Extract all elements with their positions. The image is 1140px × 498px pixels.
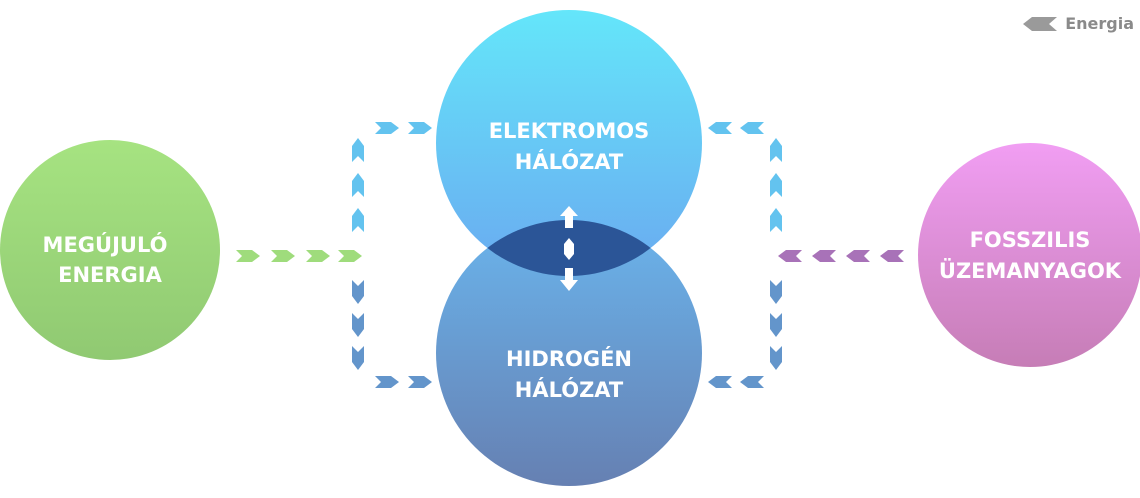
flow-chevron-icon [408, 122, 432, 134]
flow-chevron-icon [271, 250, 295, 262]
legend: Energia [1023, 14, 1134, 33]
renewable-energy-node [0, 140, 220, 360]
flow-chevron-icon [408, 376, 432, 388]
flow-chevron-icon [770, 346, 782, 370]
flow-chevron-icon [352, 313, 364, 337]
flow-chevron-icon [770, 208, 782, 232]
flow-chevron-icon [770, 138, 782, 162]
flow-chevron-icon [846, 250, 870, 262]
flow-chevron-icon [352, 138, 364, 162]
flow-chevron-icon [352, 173, 364, 197]
renewable-label-2: ENERGIA [58, 263, 162, 287]
flow-chevron-icon [236, 250, 260, 262]
flow-chevron-icon [375, 122, 399, 134]
flow-chevron-icon [770, 313, 782, 337]
flow-chevron-icon [375, 376, 399, 388]
flow-chevron-icon [740, 122, 764, 134]
flow-chevron-icon [352, 280, 364, 304]
electric-grid-node [436, 10, 702, 276]
hydrogen-label-2: HÁLÓZAT [515, 377, 624, 402]
electric-label-2: HÁLÓZAT [515, 149, 624, 174]
bidirectional-arrow-icon [560, 206, 578, 291]
renewable-label-1: MEGÚJULÓ [43, 232, 168, 257]
flow-chevron-icon [740, 376, 764, 388]
fossil-label-2: ÜZEMANYAGOK [939, 258, 1122, 283]
flow-chevron-icon [708, 122, 732, 134]
flow-chevron-icon [812, 250, 836, 262]
flow-chevron-icon [770, 173, 782, 197]
flow-chevron-icon [770, 280, 782, 304]
flow-chevron-icon [708, 376, 732, 388]
flow-chevron-icon [778, 250, 802, 262]
flow-chevron-icon [338, 250, 362, 262]
legend-label: Energia [1065, 14, 1134, 33]
fossil-label-1: FOSSZILIS [970, 228, 1091, 252]
electric-label-1: ELEKTROMOS [489, 119, 650, 143]
chevron-left-icon [1023, 16, 1058, 31]
flow-chevron-icon [352, 346, 364, 370]
flow-arrows [236, 122, 904, 388]
hydrogen-label-1: HIDROGÉN [506, 346, 632, 371]
flow-chevron-icon [306, 250, 330, 262]
flow-chevron-icon [352, 208, 364, 232]
fossil-fuels-node [918, 143, 1140, 367]
hydrogen-grid-node [436, 220, 702, 486]
flow-chevron-icon [880, 250, 904, 262]
